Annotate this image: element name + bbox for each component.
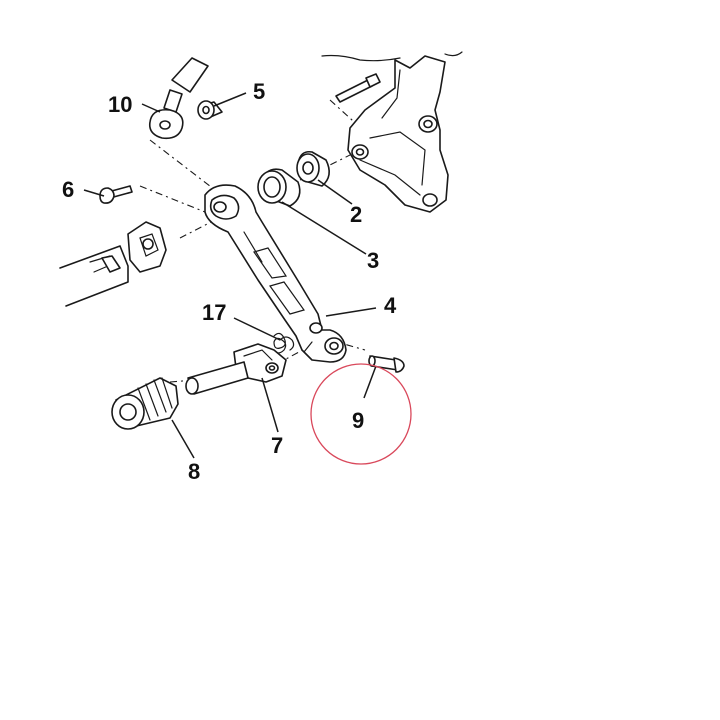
leader-lines [83,92,377,459]
shift-arm-clamp [127,221,167,273]
callout-9: 9 [352,408,364,433]
highlight-circle-9 [310,363,412,465]
part-8-foot-peg-rubber [111,377,179,430]
callout-3: 3 [367,248,379,273]
frame-bracket [321,51,463,213]
part-6-bolt [99,185,133,204]
bracket-bolt [335,73,381,103]
part-5-bushing [197,100,223,120]
part-10-rod-end [148,57,209,140]
part-3-bearing [257,168,301,207]
callout-labels: 10 5 6 2 3 4 17 9 7 8 [62,79,397,484]
callout-7: 7 [271,433,283,458]
callout-5: 5 [253,79,265,104]
callout-17: 17 [202,300,226,325]
callout-2: 2 [350,202,362,227]
callout-4: 4 [384,293,397,318]
gear-shift-shaft [59,245,129,307]
callout-8: 8 [188,459,200,484]
part-4-shift-lever [204,184,347,363]
part-17-spring [271,332,295,354]
callout-10: 10 [108,92,132,117]
callout-6: 6 [62,177,74,202]
part-2-spacer [296,150,330,187]
part-7-pedal-pivot [185,343,287,395]
